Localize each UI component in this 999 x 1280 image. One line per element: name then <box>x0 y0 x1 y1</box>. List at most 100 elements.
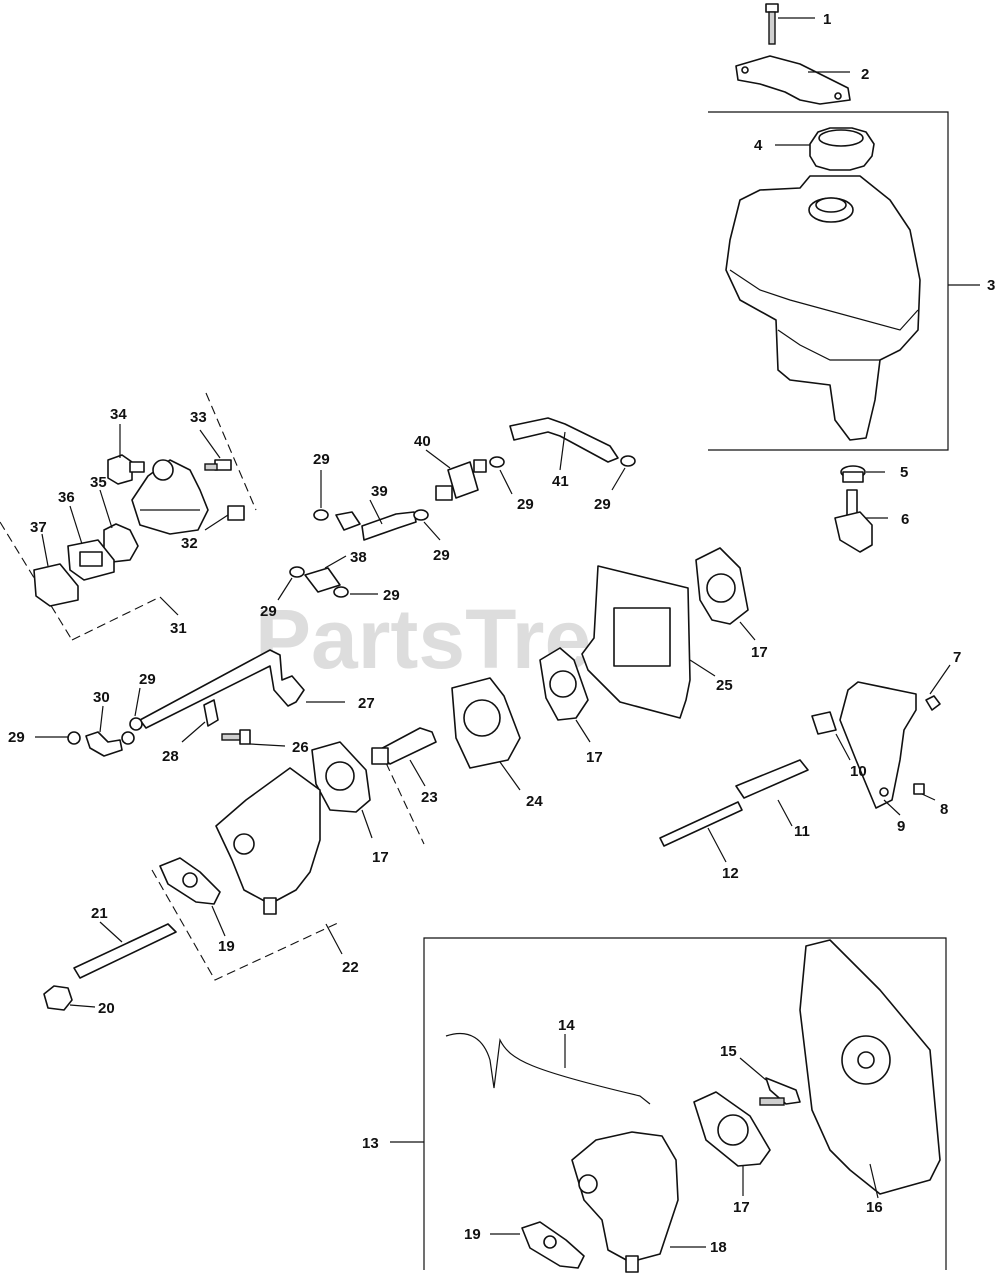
bolt-part <box>765 3 815 45</box>
hose-clamp-part <box>333 586 378 598</box>
callout-29: 29 <box>8 729 25 746</box>
fuel-tank-part <box>725 175 921 441</box>
gasket-part <box>693 1091 771 1196</box>
callout-11: 11 <box>794 823 810 840</box>
callout-17: 17 <box>733 1199 750 1216</box>
screw-clip-part <box>739 1057 801 1106</box>
fuel-tank-box <box>708 111 980 451</box>
callout-12: 12 <box>722 865 739 882</box>
callout-32: 32 <box>181 535 198 552</box>
hose-clamp-part <box>413 509 441 541</box>
callout-17: 17 <box>586 749 603 766</box>
fuel-filter-part <box>425 449 487 501</box>
callout-26: 26 <box>292 739 309 756</box>
carburetor-kit-box <box>390 937 947 1270</box>
carburetor-part <box>571 1131 706 1273</box>
screw-part <box>204 505 245 531</box>
shutoff-valve-part <box>834 489 888 553</box>
callout-1: 1 <box>823 11 831 28</box>
callout-6: 6 <box>901 511 909 528</box>
nut-part <box>43 985 96 1011</box>
callout-7: 7 <box>953 649 961 666</box>
callout-27: 27 <box>358 695 375 712</box>
callout-25: 25 <box>716 677 733 694</box>
callout-17: 17 <box>372 849 389 866</box>
grommet-part <box>840 465 885 483</box>
callout-16: 16 <box>866 1199 883 1216</box>
callout-18: 18 <box>710 1239 727 1256</box>
callout-19: 19 <box>464 1226 481 1243</box>
callout-labels: 1 2 3 4 5 6 7 8 9 10 11 12 13 14 15 16 1… <box>8 11 995 1256</box>
carburetor-group <box>151 749 425 981</box>
control-rod-part <box>445 1032 651 1105</box>
callout-29: 29 <box>517 496 534 513</box>
spacer-tube-part <box>735 759 809 827</box>
callout-33: 33 <box>190 409 207 426</box>
callout-38: 38 <box>350 549 367 566</box>
fuel-line-part <box>509 417 619 471</box>
pulse-plate-part <box>33 533 79 607</box>
nut-part <box>925 664 951 711</box>
callout-29: 29 <box>260 603 277 620</box>
gasket-part <box>695 547 756 641</box>
hose-clamp-part <box>611 455 636 491</box>
stud-part <box>659 801 743 863</box>
callout-41: 41 <box>552 473 569 490</box>
callout-10: 10 <box>850 763 867 780</box>
tank-bracket-part <box>735 55 851 105</box>
gasket-part <box>539 647 591 743</box>
callout-34: 34 <box>110 406 127 423</box>
callout-14: 14 <box>558 1017 575 1034</box>
fuel-pump-part <box>131 459 209 535</box>
hose-clamp-part <box>129 687 143 731</box>
callout-22: 22 <box>342 959 359 976</box>
callout-23: 23 <box>421 789 438 806</box>
callout-29: 29 <box>594 496 611 513</box>
callout-39: 39 <box>371 483 388 500</box>
hose-clamp-part <box>277 566 305 601</box>
heat-shield-part <box>581 565 716 719</box>
fuel-cap-part <box>775 127 875 171</box>
stud-part <box>73 921 177 979</box>
callout-28: 28 <box>162 748 179 765</box>
fuel-pump-group <box>0 392 257 641</box>
stud-part <box>371 727 437 787</box>
callout-36: 36 <box>58 489 75 506</box>
callout-3: 3 <box>987 277 995 294</box>
mounting-bracket-part <box>839 681 917 816</box>
fuel-line-part <box>139 649 345 729</box>
fuel-hose-part <box>85 705 123 757</box>
watermark: PartsTree <box>255 592 638 686</box>
callout-21: 21 <box>91 905 108 922</box>
hose-clamp-part <box>313 470 329 521</box>
hose-clamp-part <box>35 731 81 745</box>
callout-37: 37 <box>30 519 47 536</box>
clip-part <box>181 699 219 743</box>
callout-15: 15 <box>720 1043 737 1060</box>
fuel-hose-part <box>304 555 347 593</box>
callout-9: 9 <box>897 818 905 835</box>
air-cleaner-base-part <box>799 939 941 1199</box>
callout-8: 8 <box>940 801 948 818</box>
callout-13: 13 <box>362 1135 379 1152</box>
callout-29: 29 <box>383 587 400 604</box>
carburetor-part <box>215 767 321 915</box>
callout-2: 2 <box>861 66 869 83</box>
callout-31: 31 <box>170 620 187 637</box>
callout-29: 29 <box>433 547 450 564</box>
callout-5: 5 <box>900 464 908 481</box>
spacer-part <box>811 711 851 761</box>
callout-19: 19 <box>218 938 235 955</box>
callout-4: 4 <box>754 137 763 154</box>
callout-35: 35 <box>90 474 107 491</box>
screw-part <box>913 783 936 801</box>
fitting-part <box>107 424 145 485</box>
gasket-part <box>490 1221 585 1269</box>
fuel-hose-part <box>335 499 417 541</box>
callout-29: 29 <box>313 451 330 468</box>
callout-24: 24 <box>526 793 543 810</box>
callout-20: 20 <box>98 1000 115 1017</box>
screw-part <box>199 429 232 471</box>
gasket-part <box>67 505 115 581</box>
